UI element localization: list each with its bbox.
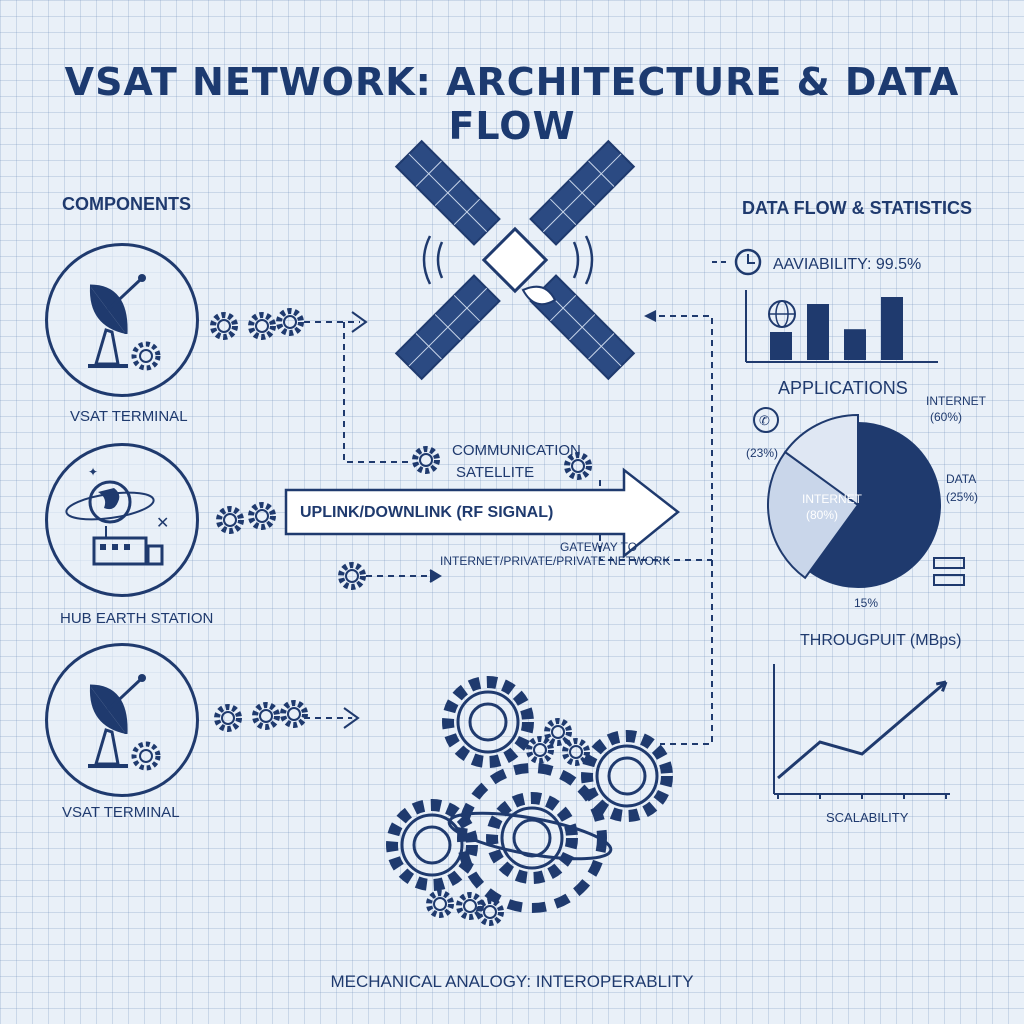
signal-arrow-label: UPLINK/DOWNLINK (RF SIGNAL)	[300, 504, 554, 521]
pie-voice: (23%)	[746, 446, 779, 460]
vsat-terminal-2-label: VSAT TERMINAL	[62, 804, 180, 821]
svg-text:✆: ✆	[759, 413, 770, 428]
page-title: VSAT NETWORK: ARCHITECTURE & DATA FLOW	[64, 60, 960, 148]
bar-4	[881, 297, 903, 360]
throughput-arrowhead	[935, 680, 948, 692]
pie-slice-data	[767, 450, 860, 580]
gear-icon	[341, 565, 363, 587]
svg-text:✦: ✦	[88, 465, 98, 479]
clock-icon	[734, 248, 762, 276]
bar-1	[770, 332, 792, 360]
satellite-label-1: COMMUNICATION	[452, 442, 581, 459]
pie-internet-inner-2: (80%)	[806, 508, 839, 522]
server-icon	[933, 557, 965, 586]
gateway-label-2: INTERNET/PRIVATE/PRIVATE NETWORK	[440, 554, 671, 568]
satellite-dish-icon	[88, 674, 161, 771]
gear-icon	[131, 341, 161, 371]
gear-icon	[217, 703, 305, 729]
gear-icon	[219, 505, 273, 531]
bar-chart	[745, 290, 938, 363]
gear-icon	[213, 311, 301, 337]
applications-heading: APPLICATIONS	[778, 378, 908, 398]
globe-icon	[768, 300, 796, 328]
scalability-label: SCALABILITY	[826, 810, 909, 825]
vsat-terminal-1-label: VSAT TERMINAL	[70, 408, 188, 425]
availability-label: AAVIABILITY: 99.5%	[773, 256, 922, 273]
pie-internet-outer-2: (60%)	[930, 410, 963, 424]
components-heading: COMPONENTS	[62, 194, 192, 214]
pie-bottom: 15%	[854, 596, 879, 610]
satellite-icon	[394, 139, 636, 381]
satellite-dish-icon	[88, 274, 161, 371]
pie-data-1: DATA	[946, 472, 977, 486]
gear-icon	[392, 682, 667, 923]
hub-earth-station-frame: ✕ ✦	[45, 443, 199, 597]
pie-internet-inner-1: INTERNET	[802, 492, 862, 506]
gateway-label-1: GATEWAY TO	[560, 540, 638, 554]
bar-2	[807, 304, 829, 360]
pie-internet-outer-1: INTERNET	[926, 394, 986, 408]
vsat-terminal-1-frame	[45, 243, 199, 397]
footer-caption: MECHANICAL ANALOGY: INTEROPERABLITY	[330, 972, 694, 991]
pie-chart	[767, 413, 941, 588]
svg-text:✕: ✕	[156, 515, 169, 532]
pie-data-2: (25%)	[946, 490, 979, 504]
throughput-line	[777, 680, 947, 780]
gear-icon	[131, 741, 161, 771]
pie-slice-voice	[783, 413, 859, 507]
stats-heading: DATA FLOW & STATISTICS	[742, 198, 972, 218]
vsat-terminal-2-frame	[45, 643, 199, 797]
phone-icon: ✆	[753, 407, 779, 433]
hub-earth-station-label: HUB EARTH STATION	[60, 610, 214, 627]
line-chart	[773, 664, 950, 799]
satellite-label-2: SATELLITE	[456, 464, 535, 481]
pie-slice-internet	[808, 421, 941, 588]
globe-icon: ✕ ✦	[65, 465, 169, 566]
bar-3	[844, 329, 866, 360]
throughput-heading: THROUGPUIT (MBps)	[800, 632, 962, 649]
